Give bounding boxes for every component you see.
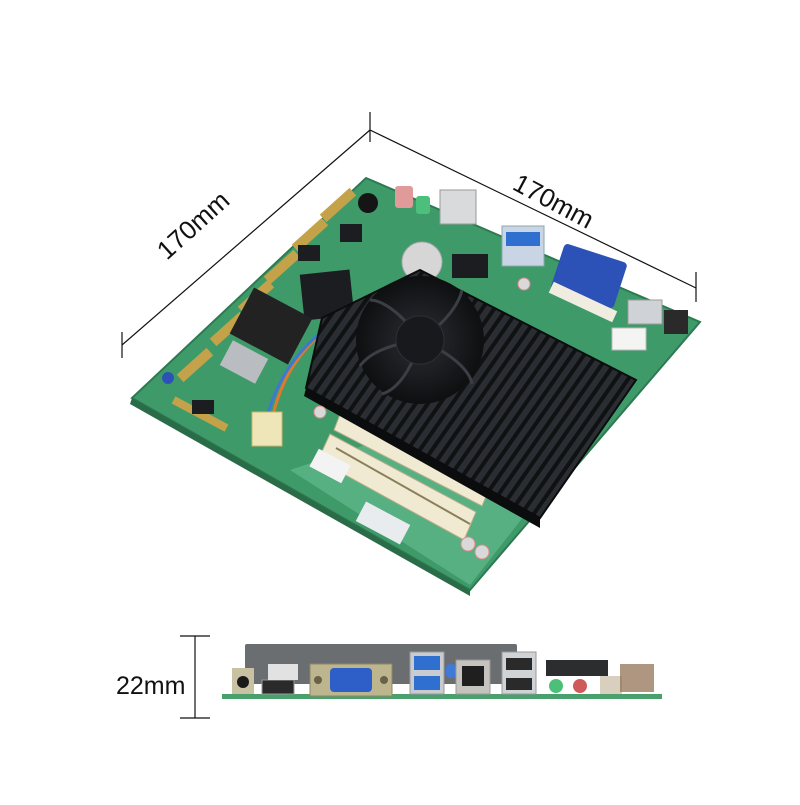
buzzer	[358, 193, 378, 213]
rear-usb-right	[627, 299, 663, 325]
heatsink-with-fan	[304, 268, 638, 528]
audio-line-out	[549, 679, 563, 693]
audio-jack-pink	[395, 186, 413, 208]
motherboard-top-view	[130, 176, 702, 596]
dimension-lines-side	[180, 635, 210, 719]
barcode-sticker	[355, 501, 411, 545]
chipset-main	[299, 269, 355, 321]
height-dimension-label: 22mm	[116, 672, 186, 700]
power-connector-white	[611, 327, 647, 351]
dimension-lines-top	[121, 112, 697, 358]
rear-port-black	[664, 310, 688, 334]
fan-connector	[251, 411, 283, 447]
hdmi-port	[261, 679, 295, 695]
motherboard-side-view	[222, 644, 662, 699]
usb2-port-top	[439, 189, 477, 225]
sim-slot	[219, 340, 269, 384]
audio-mic-in	[573, 679, 587, 693]
mini-pcie-slot	[229, 287, 313, 365]
audio-jack-green	[416, 196, 430, 214]
